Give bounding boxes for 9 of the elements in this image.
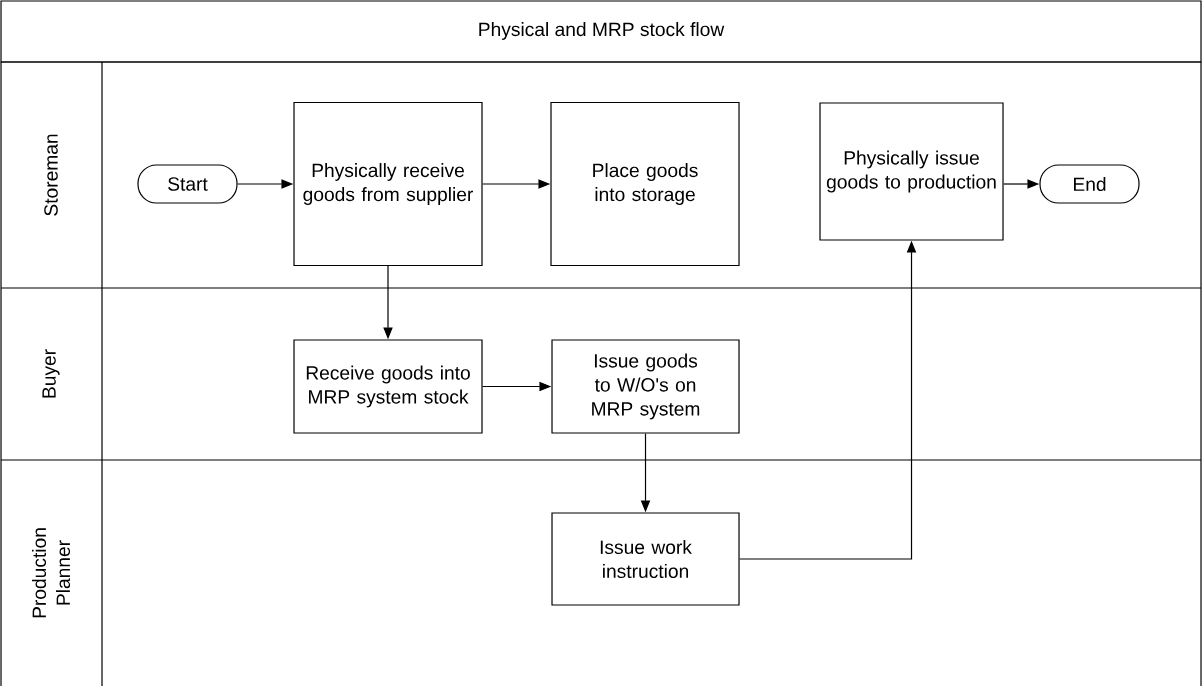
- process-box: Place goods into storage: [550, 101, 740, 267]
- terminal-pill: End: [1039, 164, 1140, 204]
- title-bar: Physical and MRP stock flow: [0, 0, 1202, 63]
- process-box: Issue goods to W/O's on MRP system: [551, 339, 740, 434]
- terminal-pill: Start: [137, 164, 238, 204]
- process-box: Physically issue goods to production: [819, 102, 1004, 241]
- process-box: Receive goods into MRP system stock: [293, 339, 483, 434]
- process-box: Issue work instruction: [551, 512, 740, 606]
- process-box: Physically receive goods from supplier: [293, 101, 483, 267]
